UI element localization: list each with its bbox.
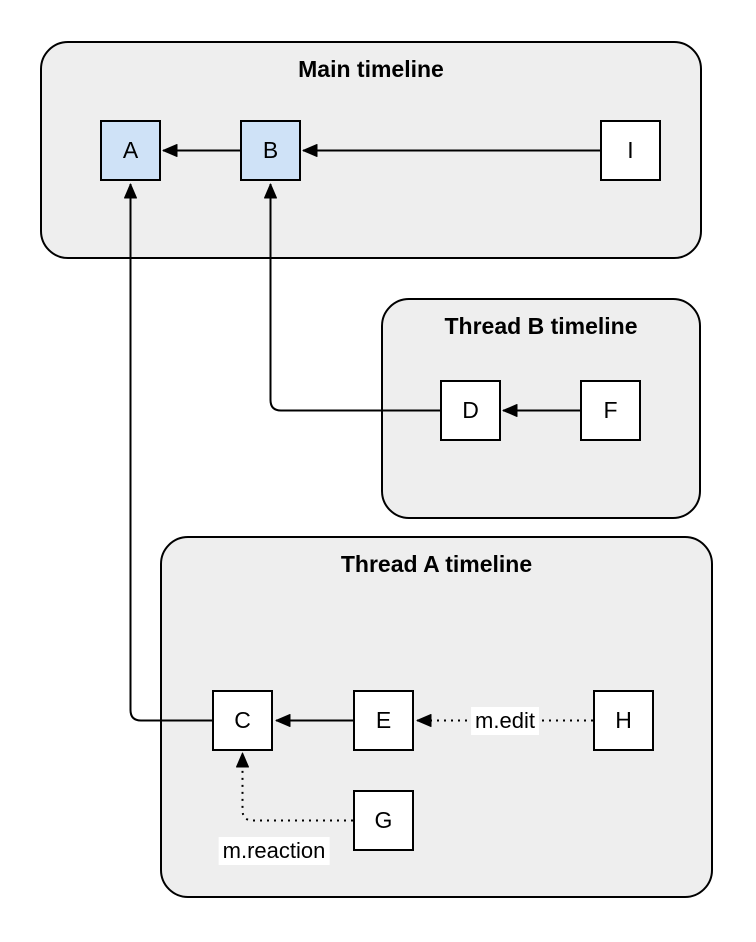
event-label-b: B	[262, 137, 279, 163]
event-node-b: B	[240, 120, 301, 181]
event-label-a: A	[122, 137, 139, 163]
event-label-f: F	[603, 397, 618, 423]
event-label-h: H	[615, 707, 632, 733]
edge-label-m-reaction: m.reaction	[218, 837, 330, 865]
event-node-c: C	[212, 690, 273, 751]
container-title-main: Main timeline	[298, 56, 444, 82]
event-node-f: F	[580, 380, 641, 441]
edge-label-m-edit: m.edit	[471, 707, 539, 735]
container-title-thread-b: Thread B timeline	[444, 313, 638, 339]
event-label-i: I	[627, 137, 634, 163]
event-node-i: I	[600, 120, 661, 181]
event-node-e: E	[353, 690, 414, 751]
event-label-c: C	[234, 707, 251, 733]
event-node-a: A	[100, 120, 161, 181]
event-label-e: E	[375, 707, 392, 733]
event-node-g: G	[353, 790, 414, 851]
event-node-d: D	[440, 380, 501, 441]
event-label-d: D	[462, 397, 479, 423]
event-label-g: G	[374, 807, 393, 833]
container-thread-b-timeline: Thread B timeline	[381, 298, 701, 519]
container-title-thread-a: Thread A timeline	[340, 551, 533, 577]
event-node-h: H	[593, 690, 654, 751]
